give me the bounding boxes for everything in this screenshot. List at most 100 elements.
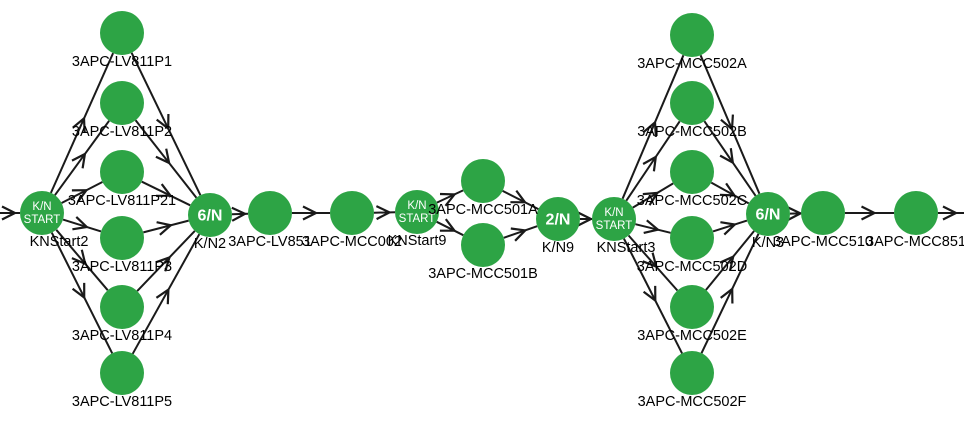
arrowhead-icon <box>156 113 170 131</box>
arrowhead-icon <box>1 205 18 221</box>
arrowhead-icon <box>786 206 803 222</box>
node-p2[interactable] <box>100 81 144 125</box>
edge-start2-p4 <box>55 229 109 291</box>
node-start2[interactable] <box>20 191 64 235</box>
edge-p4-kn2 <box>136 230 196 292</box>
arrowhead-icon <box>719 148 735 165</box>
arrowhead-icon <box>72 216 90 231</box>
node-label-start2: KNStart2 <box>30 234 89 250</box>
edges-layer <box>0 52 964 355</box>
arrowhead-icon <box>720 221 738 236</box>
arrowhead-icon <box>642 191 660 206</box>
arrowhead-icon <box>577 211 594 227</box>
node-mcc002[interactable] <box>330 191 374 235</box>
edge-start3-m502d <box>635 223 671 234</box>
node-m502f[interactable] <box>670 351 714 395</box>
node-label-m502c: 3APC-MCC502C <box>637 193 747 209</box>
node-label-p2: 3APC-LV811P2 <box>72 124 172 140</box>
arrowhead-icon <box>155 148 171 165</box>
arrowhead-icon <box>643 120 657 137</box>
node-label-p4: 3APC-LV811P4 <box>72 328 172 344</box>
node-m502a[interactable] <box>670 13 714 57</box>
node-m501a[interactable] <box>461 159 505 203</box>
arrowhead-icon <box>642 285 657 303</box>
arrowhead-icon <box>719 182 737 197</box>
arrowhead-icon <box>71 152 87 169</box>
node-m501b[interactable] <box>461 223 505 267</box>
edge-m502a-kn3 <box>699 54 761 195</box>
node-label-lv851: 3APC-LV851 <box>228 234 312 250</box>
node-p3[interactable] <box>100 216 144 260</box>
node-m502c[interactable] <box>670 150 714 194</box>
node-mcc851[interactable] <box>894 191 938 235</box>
arrowhead-icon <box>439 192 457 207</box>
node-p21[interactable] <box>100 150 144 194</box>
edge-m502b-kn3 <box>703 120 757 197</box>
arrowhead-icon <box>720 286 734 304</box>
edge-start2-p21 <box>61 181 103 204</box>
edge-start9-m501a <box>436 189 464 204</box>
node-m502d[interactable] <box>670 216 714 260</box>
arrowhead-icon <box>642 154 658 172</box>
node-label-m501b: 3APC-MCC501B <box>428 266 538 282</box>
edge-start2-p5 <box>50 232 114 354</box>
arrowhead-icon <box>510 189 528 204</box>
arrowhead-icon <box>861 205 877 221</box>
arrowhead-icon <box>942 205 959 221</box>
arrowhead-icon <box>375 205 392 221</box>
node-label-kn9: K/N9 <box>542 240 574 256</box>
node-start3[interactable] <box>592 197 636 241</box>
node-label-m502a: 3APC-MCC502A <box>637 56 747 72</box>
edge-m502f-kn3 <box>700 233 760 354</box>
node-kn9[interactable] <box>536 197 580 241</box>
node-kn3[interactable] <box>746 192 790 236</box>
edge-start3-m502e <box>627 234 679 292</box>
edge-p1-kn2 <box>130 52 202 196</box>
arrowhead-icon <box>720 114 734 132</box>
node-p5[interactable] <box>100 351 144 395</box>
node-p4[interactable] <box>100 285 144 329</box>
node-label-p3: 3APC-LV811P3 <box>72 259 172 275</box>
edge-m501b-kn9 <box>503 225 538 239</box>
node-label-mcc510: 3APC-MCC510 <box>773 234 873 250</box>
node-lv851[interactable] <box>248 191 292 235</box>
edge-p3-kn2 <box>143 219 189 234</box>
node-kn2[interactable] <box>188 193 232 237</box>
node-m502b[interactable] <box>670 81 714 125</box>
edge-start9-m501b <box>436 220 464 237</box>
node-label-p1: 3APC-LV811P1 <box>72 54 172 70</box>
node-label-m502f: 3APC-MCC502F <box>638 394 747 410</box>
node-label-start3: KNStart3 <box>597 240 656 256</box>
node-start9[interactable] <box>395 190 439 234</box>
node-m502e[interactable] <box>670 285 714 329</box>
edge-start2-p2 <box>54 120 110 196</box>
arrowhead-icon <box>642 252 658 269</box>
node-p1[interactable] <box>100 11 144 55</box>
arrowhead-icon <box>155 287 170 305</box>
arrowhead-icon <box>72 116 86 134</box>
edge-start2-p3 <box>62 218 102 233</box>
labels-layer: KNStart2 3APC-LV811P1 3APC-LV811P2 3APC-LV8… <box>30 54 964 410</box>
node-label-kn2: K/N2 <box>194 236 226 252</box>
node-label-m502b: 3APC-MCC502B <box>637 124 747 140</box>
arrowhead-icon <box>302 205 319 221</box>
edge-p2-kn2 <box>134 119 198 199</box>
edge-m502c-kn3 <box>710 181 750 205</box>
edge-start3-m502b <box>625 120 681 202</box>
node-label-m501a: 3APC-MCC501A <box>428 202 538 218</box>
edge-start3-m502c <box>632 182 674 209</box>
arrowhead-icon <box>439 218 457 232</box>
node-label-kn3: K/N3 <box>752 235 784 251</box>
node-label-m502d: 3APC-MCC502D <box>637 259 747 275</box>
node-label-p21: 3APC-LV811P21 <box>68 193 176 209</box>
node-label-mcc851: 3APC-MCC851 <box>866 234 964 250</box>
arrowhead-icon <box>71 282 86 300</box>
node-label-mcc002: 3APC-MCC002 <box>302 234 402 250</box>
edge-m502d-kn3 <box>712 219 748 233</box>
node-label-p5: 3APC-LV811P5 <box>72 394 172 410</box>
edge-p21-kn2 <box>141 180 191 207</box>
edge-m502e-kn3 <box>705 230 755 291</box>
node-label-start9: KNStart9 <box>388 233 447 249</box>
node-mcc510[interactable] <box>801 191 845 235</box>
